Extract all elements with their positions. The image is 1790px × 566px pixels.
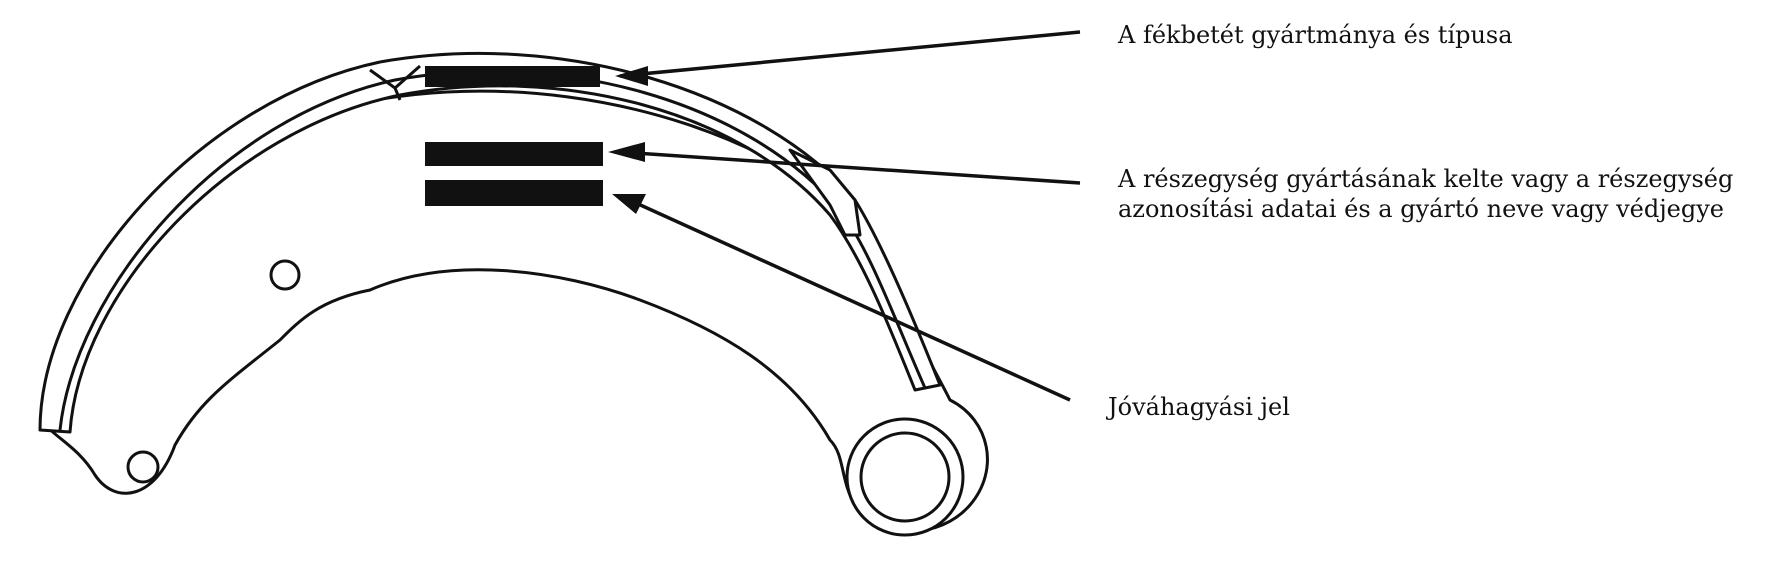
- pivot-inner-ring: [859, 431, 951, 523]
- upper-rivet-hole: [269, 259, 301, 291]
- label-manufacture-info-line1: A részegység gyártásának kelte vagy a ré…: [1118, 165, 1734, 193]
- lower-rivet-hole: [126, 450, 160, 484]
- arrowhead-manufacture: [608, 142, 645, 162]
- leader-line-manufacture: [619, 150, 1081, 185]
- shoe-ledge: [788, 148, 862, 237]
- arrowhead-brand: [615, 66, 648, 86]
- lining-notch: [369, 64, 421, 101]
- label-approval-mark: Jóváhagyási jel: [1108, 393, 1290, 421]
- leader-line-approval: [624, 196, 1071, 402]
- label-manufacture-info: A részegység gyártásának kelte vagy a ré…: [1118, 164, 1733, 224]
- arrowhead-approval: [612, 194, 646, 214]
- label-brand-and-type: A fékbetét gyártmánya és típusa: [1118, 21, 1513, 49]
- manufacture-plate-upper: [425, 142, 603, 166]
- label-manufacture-info-line2: azonosítási adatai és a gyártó neve vagy…: [1118, 195, 1724, 223]
- brand-type-plate: [425, 66, 600, 87]
- brake-lining: [38, 51, 942, 434]
- manufacture-plate-lower: [425, 180, 603, 206]
- leader-line-brand: [619, 30, 1081, 78]
